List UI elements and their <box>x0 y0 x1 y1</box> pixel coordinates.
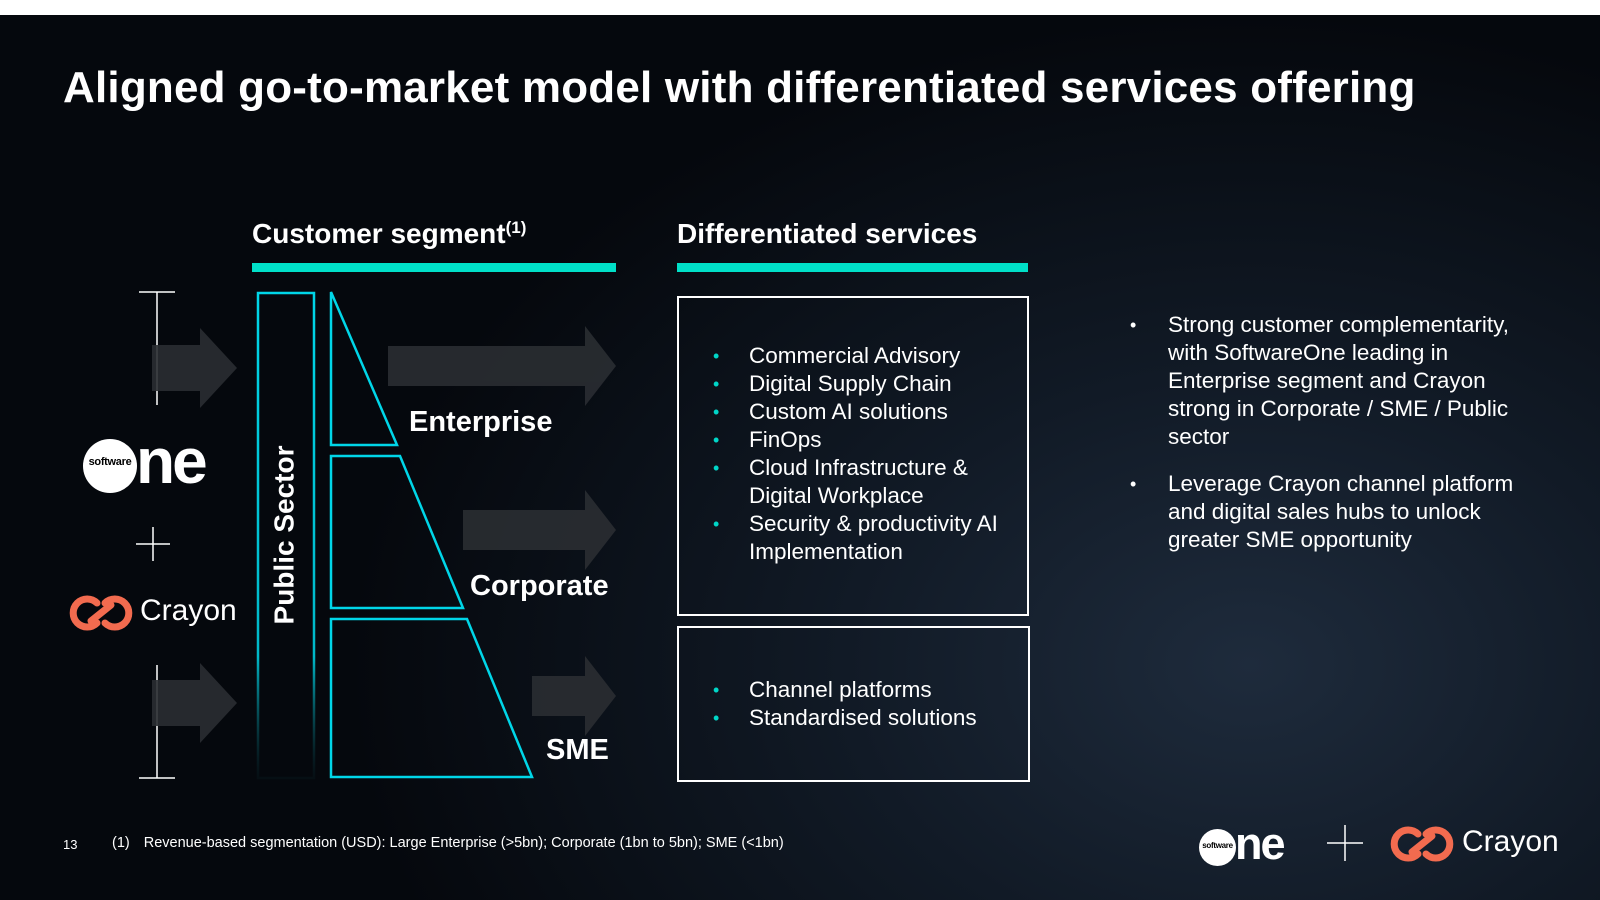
plus-divider <box>136 527 170 561</box>
list-item: Channel platforms <box>709 676 1009 704</box>
list-item: Cloud Infrastructure & Digital Workplace <box>709 454 1009 510</box>
softwareone-small-text: software <box>88 456 132 468</box>
arrow-enterprise <box>388 326 616 406</box>
list-item: Strong customer complementarity, with So… <box>1124 311 1534 451</box>
crayon-logo: Crayon <box>67 591 247 635</box>
page-title: Aligned go-to-market model with differen… <box>63 63 1416 112</box>
footer-crayon-wordmark: Crayon <box>1462 825 1559 858</box>
list-item: Leverage Crayon channel platform and dig… <box>1124 470 1534 554</box>
public-sector-label: Public Sector <box>268 445 299 625</box>
arrow-corporate <box>463 490 616 570</box>
slide: Aligned go-to-market model with differen… <box>0 15 1600 900</box>
footnote: (1)Revenue-based segmentation (USD): Lar… <box>112 835 784 851</box>
list-item: Security & productivity AI Implementatio… <box>709 510 1009 566</box>
corporate-label: Corporate <box>470 570 609 602</box>
softwareone-circle-icon <box>83 439 137 493</box>
list-item: Standardised solutions <box>709 704 1009 732</box>
differentiated-services-heading: Differentiated services <box>677 218 978 249</box>
crayon-wordmark: Crayon <box>140 594 237 627</box>
softwareone-main-text: ne <box>136 425 208 497</box>
customer-segment-heading: Customer segment(1) <box>252 218 527 249</box>
services-list-enterprise-corporate: Commercial Advisory Digital Supply Chain… <box>709 342 1009 566</box>
list-item: Commercial Advisory <box>709 342 1009 370</box>
public-sector-bar <box>256 291 316 780</box>
footer-crayon-logo: Crayon <box>1388 822 1568 866</box>
services-box-sme: Channel platforms Standardised solutions <box>677 626 1030 782</box>
differentiated-services-underline <box>677 263 1028 272</box>
arrow-sme <box>532 656 616 736</box>
footer-crayon-symbol-icon <box>1390 826 1454 862</box>
customer-segment-underline <box>252 263 616 272</box>
list-item: Custom AI solutions <box>709 398 1009 426</box>
page-number: 13 <box>63 837 78 852</box>
footer-softwareone-main-text: ne <box>1235 818 1285 869</box>
list-item: FinOps <box>709 426 1009 454</box>
footer-softwareone-circle-icon <box>1199 829 1236 866</box>
enterprise-label: Enterprise <box>409 406 553 438</box>
sme-shape <box>329 617 534 779</box>
footer-softwareone-small-text: software <box>1202 841 1233 850</box>
footer-plus-icon <box>1327 825 1363 861</box>
footer-softwareone-logo: software ne <box>1199 819 1303 869</box>
key-points-list: Strong customer complementarity, with So… <box>1124 311 1534 573</box>
sme-label: SME <box>546 734 609 766</box>
segment-diagram <box>136 291 616 780</box>
softwareone-logo: software ne <box>83 426 233 496</box>
corporate-shape <box>329 454 465 610</box>
arrow-left-top <box>152 328 237 408</box>
enterprise-shape <box>329 291 399 447</box>
list-item: Digital Supply Chain <box>709 370 1009 398</box>
services-box-enterprise-corporate: Commercial Advisory Digital Supply Chain… <box>677 296 1029 616</box>
crayon-symbol-icon <box>69 595 133 631</box>
arrow-left-bottom <box>152 663 237 743</box>
services-list-sme: Channel platforms Standardised solutions <box>709 676 1009 732</box>
